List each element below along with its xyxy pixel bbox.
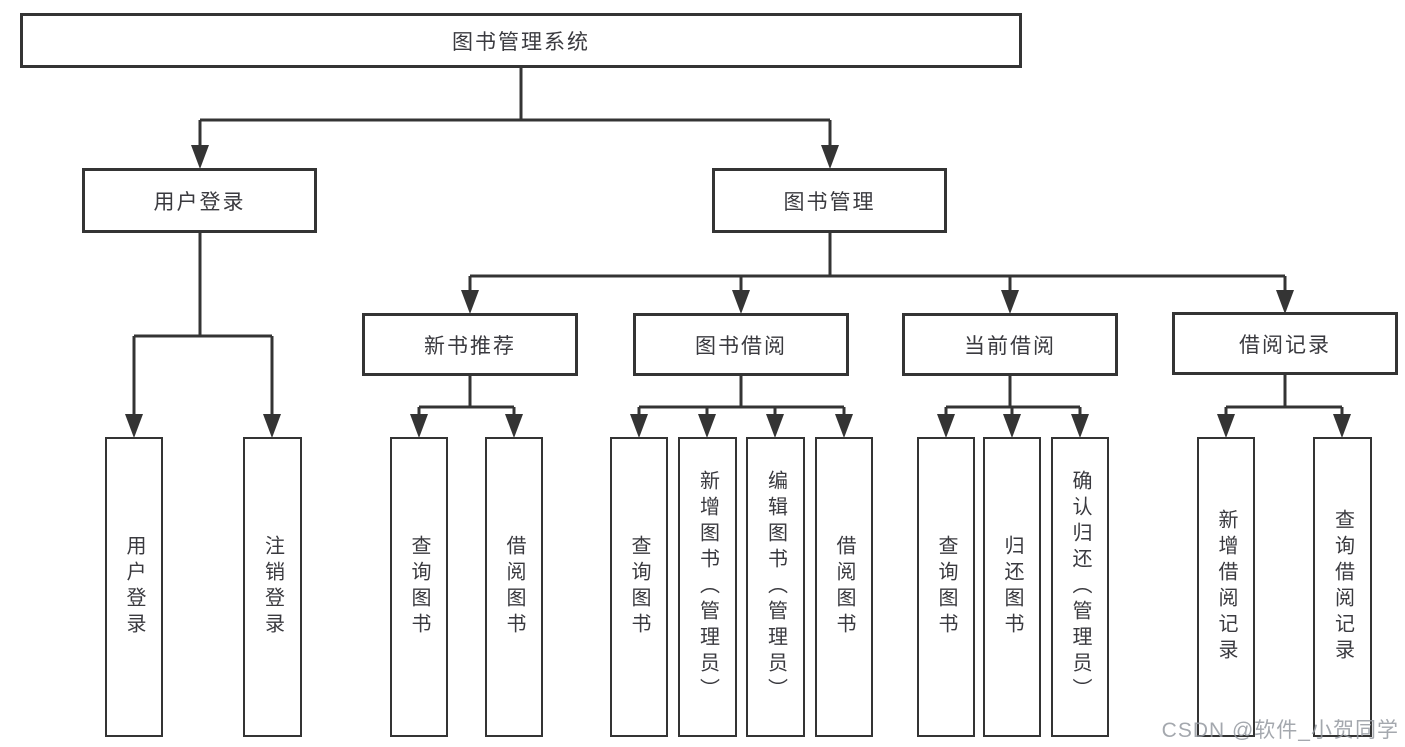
arrowhead [630, 414, 648, 438]
arrowhead [1276, 290, 1294, 314]
node-book-borrow: 图书借阅 [633, 313, 849, 376]
leaf-logout: 注销登录 [243, 437, 302, 737]
arrowhead [263, 414, 281, 438]
arrowhead [461, 290, 479, 314]
leaf-query-books-1: 查询图书 [390, 437, 448, 737]
node-root: 图书管理系统 [20, 13, 1022, 68]
leaf-borrow-books-1: 借阅图书 [485, 437, 543, 737]
node-borrow-records: 借阅记录 [1172, 312, 1398, 375]
arrowhead [766, 414, 784, 438]
arrowhead [1003, 414, 1021, 438]
leaf-query-books-2: 查询图书 [610, 437, 668, 737]
leaf-return-books: 归还图书 [983, 437, 1041, 737]
arrowhead [1217, 414, 1235, 438]
arrowhead [125, 414, 143, 438]
arrowhead [191, 145, 209, 169]
arrowhead [410, 414, 428, 438]
leaf-add-borrow-record: 新增借阅记录 [1197, 437, 1255, 737]
leaf-borrow-books-2: 借阅图书 [815, 437, 873, 737]
arrowhead [821, 145, 839, 169]
arrowhead [1333, 414, 1351, 438]
leaf-user-login: 用户登录 [105, 437, 163, 737]
arrowhead [1071, 414, 1089, 438]
leaf-confirm-return-admin: 确认归还（管理员） [1051, 437, 1109, 737]
leaf-add-books-admin: 新增图书（管理员） [678, 437, 737, 737]
node-current-borrow: 当前借阅 [902, 313, 1118, 376]
leaf-edit-books-admin: 编辑图书（管理员） [746, 437, 805, 737]
arrowhead [732, 290, 750, 314]
arrowhead [505, 414, 523, 438]
node-book-mgmt: 图书管理 [712, 168, 947, 233]
arrowhead [698, 414, 716, 438]
node-user-login: 用户登录 [82, 168, 317, 233]
csdn-watermark: CSDN @软件_小贺同学 [1161, 719, 1399, 742]
arrowhead [1001, 290, 1019, 314]
node-new-books: 新书推荐 [362, 313, 578, 376]
leaf-query-borrow-record: 查询借阅记录 [1313, 437, 1372, 737]
arrowhead [835, 414, 853, 438]
leaf-query-books-3: 查询图书 [917, 437, 975, 737]
arrowhead [937, 414, 955, 438]
